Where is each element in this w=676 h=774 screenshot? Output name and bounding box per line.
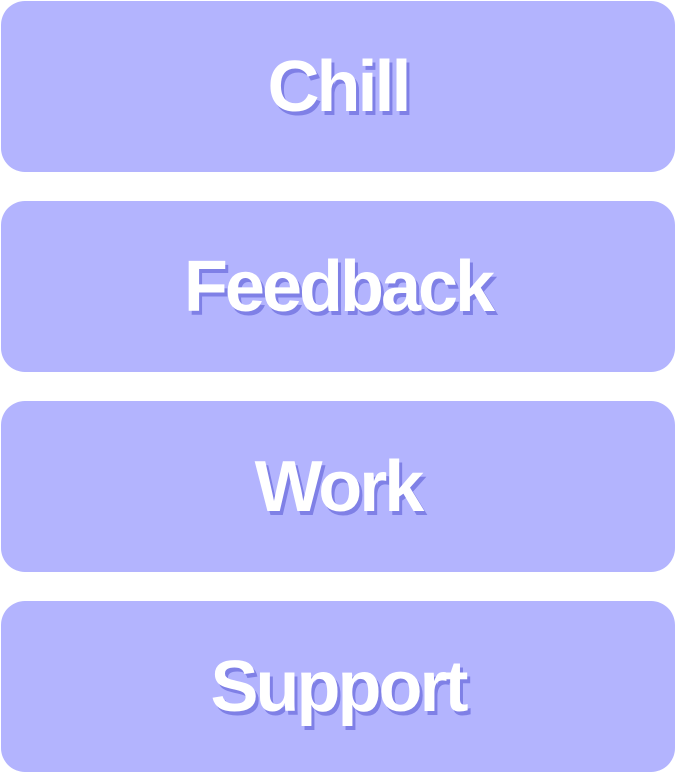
feedback-button[interactable]: Feedback	[1, 201, 675, 372]
support-button[interactable]: Support	[1, 601, 675, 772]
feedback-button-label: Feedback	[183, 246, 495, 327]
chill-button[interactable]: Chill	[1, 1, 675, 172]
support-button-label: Support	[210, 646, 469, 727]
work-button[interactable]: Work	[1, 401, 675, 572]
chill-button-label: Chill	[267, 46, 412, 127]
work-button-label: Work	[254, 446, 425, 527]
